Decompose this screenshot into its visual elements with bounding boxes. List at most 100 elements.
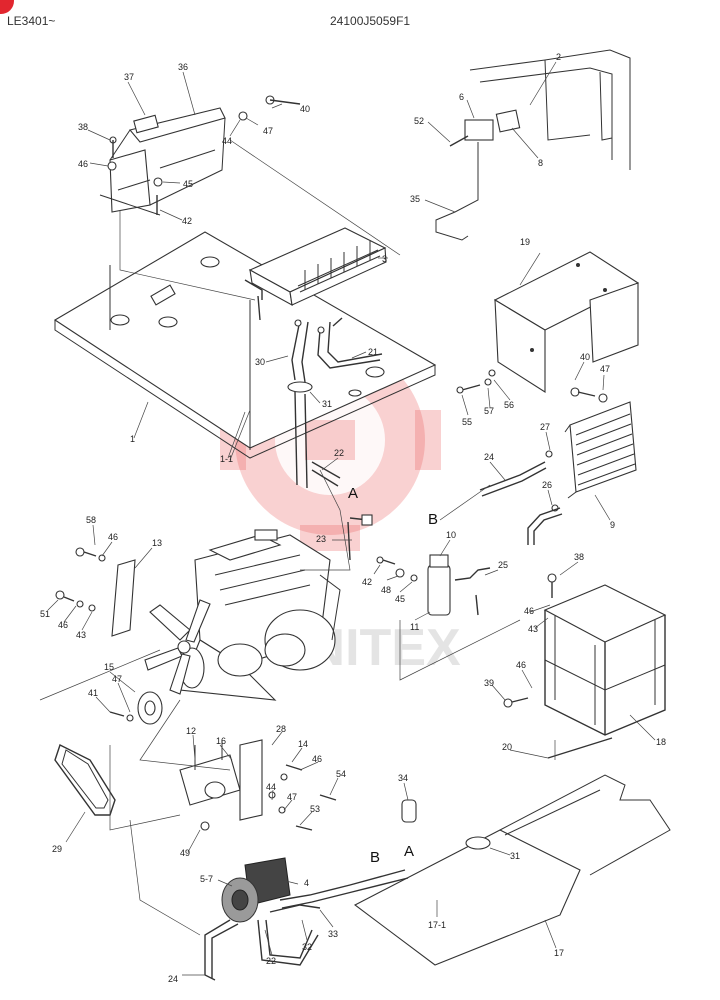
callout-20: 20 [502,742,512,752]
callout-47d: 47 [287,792,297,802]
callout-36: 36 [178,62,188,72]
callout-46f: 46 [312,754,322,764]
callout-42b: 42 [362,577,372,587]
callout-45: 45 [183,179,193,189]
callout-22b: 22 [266,956,276,966]
callout-12: 12 [186,726,196,736]
callout-42: 42 [182,216,192,226]
relay-box [435,109,521,241]
heater-unit [244,227,387,321]
route-marker-b1: B [428,511,438,528]
callout-22: 22 [334,448,344,458]
callout-43b: 43 [528,624,538,634]
callout-39: 39 [484,678,494,688]
callout-13: 13 [152,538,162,548]
callout-25: 25 [498,560,508,570]
bushing [401,799,417,823]
heater-core [545,387,637,512]
callout-31: 31 [322,399,332,409]
callout-27: 27 [540,422,550,432]
callout-57: 57 [484,406,494,416]
callout-31b: 31 [510,851,520,861]
callout-29: 29 [52,844,62,854]
cooling-fan [144,599,211,695]
callout-23: 23 [316,534,326,544]
callout-53: 53 [310,804,320,814]
callout-55: 55 [462,417,472,427]
route-marker-b2: B [370,849,380,866]
callout-48: 48 [381,585,391,595]
callout-leaders [47,61,656,976]
callout-51: 51 [40,609,50,619]
callout-47b: 47 [600,364,610,374]
route-marker-a1: A [348,485,358,502]
callout-21: 21 [368,347,378,357]
mounting-bracket [99,95,301,216]
callout-14: 14 [298,739,308,749]
callout-45b: 45 [395,594,405,604]
callout-17: 17 [554,948,564,958]
callout-46d: 46 [524,606,534,616]
coolant-pipes [479,461,563,545]
callout-41: 41 [88,688,98,698]
callout-43: 43 [76,630,86,640]
callout-47: 47 [263,126,273,136]
callout-4: 4 [304,878,309,888]
battery-frame [503,573,667,759]
callout-16: 16 [216,736,226,746]
callout-46c: 46 [58,620,68,630]
callout-32: 32 [302,942,312,952]
callout-38: 38 [78,122,88,132]
heater-hoses [287,317,383,489]
callout-26: 26 [542,480,552,490]
callout-28: 28 [276,724,286,734]
callout-8: 8 [538,158,543,168]
callout-52: 52 [414,116,424,126]
callout-56: 56 [504,400,514,410]
callout-40b: 40 [580,352,590,362]
ac-compressor [204,857,409,981]
callout-54: 54 [336,769,346,779]
part-number: 24100J5059F1 [330,14,411,28]
callout-3: 3 [382,254,387,264]
callout-37: 37 [124,72,134,82]
callout-30: 30 [255,357,265,367]
callout-58: 58 [86,515,96,525]
callout-24: 24 [484,452,494,462]
callout-9: 9 [610,520,615,530]
callout-44: 44 [222,136,232,146]
callout-24b: 24 [168,974,178,984]
callout-47c: 47 [112,674,122,684]
callout-18: 18 [656,737,666,747]
callout-10: 10 [446,530,456,540]
cover-bolts [456,369,496,394]
callout-1-1: 1-1 [220,454,233,464]
callout-34: 34 [398,773,408,783]
callout-46b: 46 [108,532,118,542]
callout-46e: 46 [516,660,526,670]
callout-49: 49 [180,848,190,858]
callout-46: 46 [78,159,88,169]
callout-11: 11 [410,622,419,632]
model-code: LE3401~ [7,14,56,28]
callout-1: 1 [130,434,135,444]
callout-38b: 38 [574,552,584,562]
callout-2: 2 [556,52,561,62]
bracket-13 [55,547,136,722]
floor-plate [53,231,437,459]
engine-assembly [179,529,341,701]
callout-35: 35 [410,194,420,204]
callout-6: 6 [459,92,464,102]
callout-labels: 37 36 40 38 47 44 46 45 42 2 6 52 8 35 3… [40,52,666,984]
water-valve [347,514,491,616]
route-marker-a2: A [404,843,414,860]
callout-19: 19 [520,237,530,247]
callout-15: 15 [104,662,114,672]
callout-40: 40 [300,104,310,114]
callout-17-1: 17-1 [428,920,446,930]
cab-frame [469,49,631,170]
callout-5-7: 5-7 [200,874,213,884]
callout-44b: 44 [266,782,276,792]
pulley-belt [54,691,163,816]
